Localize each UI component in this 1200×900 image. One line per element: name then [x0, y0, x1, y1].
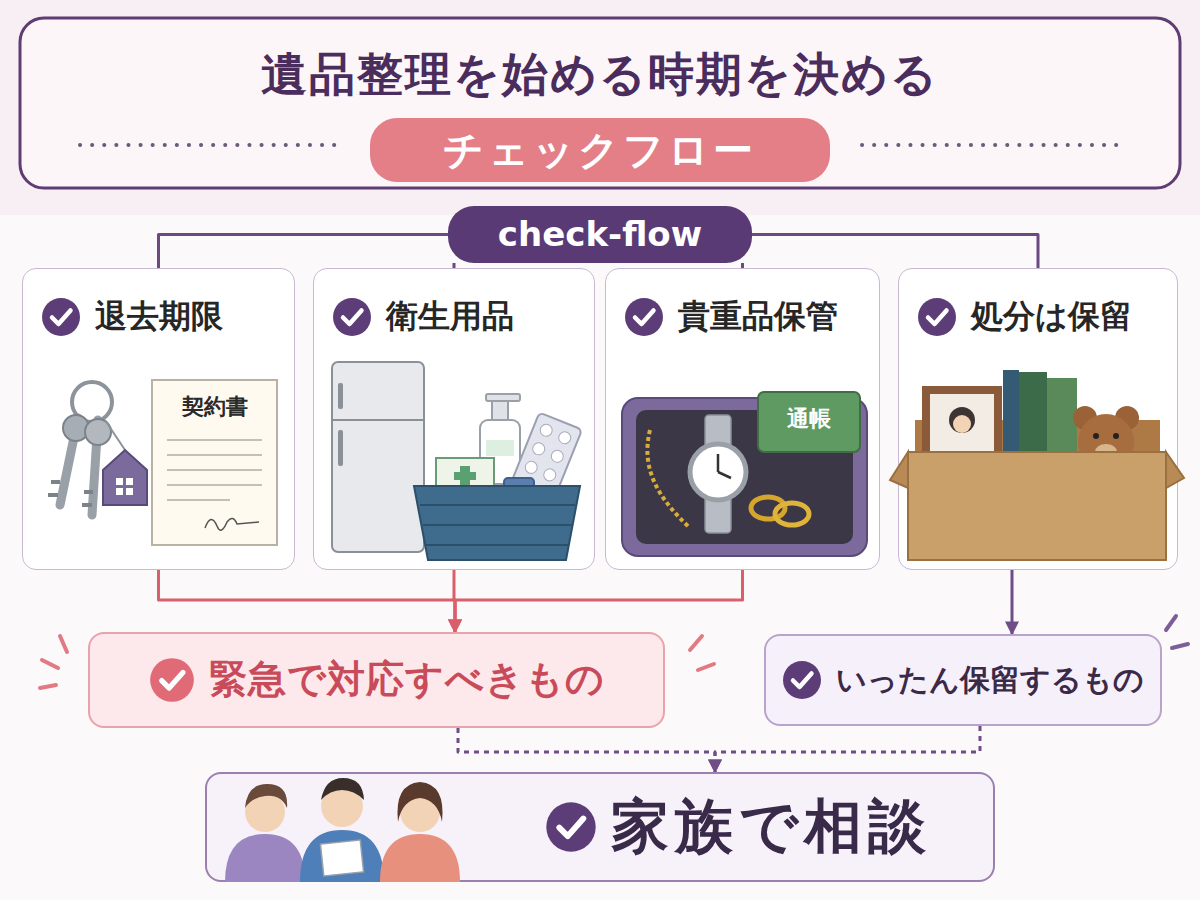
emphasis-marks	[40, 636, 714, 688]
result-box: 緊急で対応すべきもの	[88, 632, 665, 728]
check-icon	[917, 297, 957, 337]
node-text: 貴重品保管	[678, 297, 838, 335]
check-mark	[161, 673, 182, 689]
document-label: 契約書	[152, 392, 277, 422]
flow-arrow	[715, 726, 980, 772]
family-illustration	[225, 778, 460, 882]
contract-illustration	[152, 380, 277, 545]
check-circle	[42, 298, 80, 336]
dotted-rule	[862, 143, 1122, 147]
top-band	[0, 0, 1200, 215]
check-circle	[918, 298, 956, 336]
check-icon	[149, 657, 195, 703]
check-circle	[150, 658, 194, 702]
keepsake-box-illustration	[890, 370, 1184, 560]
check-icon	[545, 801, 597, 853]
check-mark	[635, 311, 654, 325]
dotted-rule	[80, 143, 340, 147]
check-icon	[41, 297, 81, 337]
flow-arrow	[1011, 570, 1014, 634]
result-box: いったん保留するもの	[764, 634, 1162, 726]
check-icon	[624, 297, 664, 337]
node-text: 緊急で対応すべきもの	[209, 657, 605, 703]
bracket-line	[752, 235, 1038, 269]
section-pill: チェックフロー	[370, 118, 830, 182]
bracket-line	[159, 235, 449, 269]
title: 遺品整理を始める時期を決める	[20, 44, 1180, 106]
flow-arrow	[159, 570, 456, 632]
flow-label-pill: check-flow	[448, 206, 752, 263]
keys-illustration	[48, 382, 147, 515]
passbook-label: 通帳	[758, 404, 860, 434]
flow-arrow	[458, 728, 715, 772]
node-text: チェックフロー	[443, 126, 757, 174]
check-circle	[625, 298, 663, 336]
emphasis-marks	[1166, 616, 1188, 648]
flow-arrow	[455, 570, 743, 632]
title-frame	[20, 18, 1180, 188]
check-circle	[333, 298, 371, 336]
valuables-tray-illustration	[622, 392, 867, 556]
check-icon	[332, 297, 372, 337]
check-mark	[559, 819, 583, 837]
node-text: 家族で相談	[611, 792, 932, 862]
node-text: 衛生用品	[386, 297, 514, 335]
check-icon	[782, 660, 822, 700]
node-text: いったん保留するもの	[836, 662, 1144, 698]
node-text: 退去期限	[95, 297, 223, 335]
check-mark	[52, 311, 71, 325]
check-mark	[793, 674, 812, 688]
check-mark	[928, 311, 947, 325]
check-circle	[783, 661, 821, 699]
check-circle	[546, 802, 595, 851]
check-mark	[343, 311, 362, 325]
node-text: 処分は保留	[971, 297, 1132, 335]
fridge-illustration	[332, 362, 424, 552]
hygiene-basket-illustration	[414, 394, 582, 560]
node-text: check-flow	[498, 214, 702, 255]
